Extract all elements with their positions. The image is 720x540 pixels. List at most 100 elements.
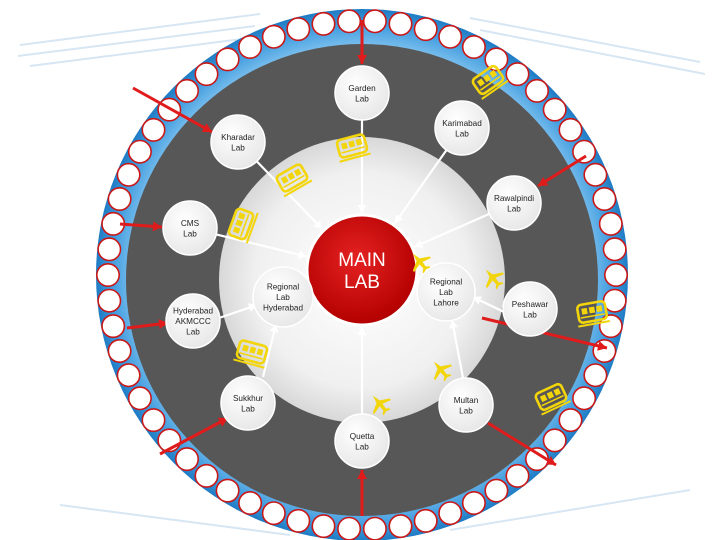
ring-bead — [286, 17, 311, 42]
main-lab-hub[interactable]: MAIN LAB — [305, 213, 419, 327]
hub-connector — [215, 233, 307, 259]
transport-icons — [227, 64, 611, 416]
ring-bead — [311, 514, 336, 539]
ring-bead — [388, 514, 413, 539]
train-icon — [335, 133, 371, 163]
ring-bead — [116, 363, 141, 388]
lab-node-label: Rawalpindi — [494, 194, 534, 203]
ring-bead — [603, 262, 628, 287]
airplane-icon — [372, 395, 391, 416]
lab-nodes: GardenLabKarimabadLabKharadarLabRawalpin… — [162, 65, 558, 469]
outer-connector — [481, 316, 608, 351]
ring-bead — [438, 501, 463, 526]
lab-node-label: AKMCCC — [175, 317, 211, 326]
lab-node-label: Multan — [454, 396, 479, 405]
ring-bead — [572, 139, 597, 164]
ring-bead — [602, 237, 627, 262]
outer-radial-connectors — [119, 20, 608, 516]
ring-bead — [598, 211, 623, 236]
outer-connector — [159, 416, 229, 456]
ring-bead — [572, 386, 597, 411]
ring-bead — [194, 463, 219, 488]
ring-bead — [141, 408, 166, 433]
lab-node-label: Lab — [241, 404, 255, 413]
ring-bead — [238, 34, 263, 59]
lab-node-label: Regional — [430, 278, 462, 287]
ring-bead — [484, 478, 509, 503]
train-icon — [534, 382, 571, 416]
train-icon — [227, 207, 259, 244]
hub-connector — [255, 160, 324, 230]
ring-bead — [215, 47, 240, 72]
main-lab-label-line2: LAB — [344, 272, 380, 293]
outer-connector — [537, 154, 587, 188]
outer-connector — [357, 470, 367, 516]
ring-bead — [337, 516, 362, 540]
ring-bead — [388, 11, 413, 36]
outer-connector — [132, 86, 213, 134]
ring-bead — [194, 62, 219, 87]
hub-connector — [393, 149, 448, 225]
airplane-icon — [412, 253, 431, 274]
lab-node-label: Lab — [355, 94, 369, 103]
ring-bead — [558, 408, 583, 433]
hub-connector — [472, 296, 505, 313]
lab-node-label: Karimabad — [442, 119, 482, 128]
lab-node-label: Lab — [355, 442, 369, 451]
lab-node-label: Quetta — [350, 432, 375, 441]
ring-bead — [261, 501, 286, 526]
hub-connector — [413, 212, 490, 249]
main-lab-label-line1: MAIN — [338, 250, 386, 271]
lab-node-label: Sukkhur — [233, 394, 263, 403]
train-icon — [471, 64, 509, 100]
lab-node-label: Garden — [348, 84, 376, 93]
ring-bead — [101, 314, 126, 339]
ring-bead — [461, 490, 486, 515]
ring-bead — [542, 428, 567, 453]
lab-node-label: Peshawar — [512, 300, 549, 309]
airplane-icon — [485, 269, 504, 290]
hub-connector — [357, 327, 367, 414]
ring-bead — [583, 363, 608, 388]
lab-node-label: Hyderabad — [263, 304, 304, 313]
ring-bead — [592, 338, 617, 363]
ring-bead — [127, 386, 152, 411]
ring-bead — [215, 478, 240, 503]
ring-bead — [175, 78, 200, 103]
ring-bead — [438, 24, 463, 49]
ring-bead — [116, 162, 141, 187]
ring-bead — [261, 24, 286, 49]
outer-connector — [357, 20, 367, 64]
ring-bead — [311, 11, 336, 36]
ring-bead — [97, 237, 122, 262]
lab-node-label: Lahore — [433, 299, 459, 308]
lab-node-label: Lab — [455, 129, 469, 138]
ring-bead — [542, 97, 567, 122]
ring-bead — [362, 9, 387, 34]
ring-bead — [107, 187, 132, 212]
ring-bead — [175, 447, 200, 472]
ring-bead — [461, 34, 486, 59]
lab-node-label: Lab — [439, 288, 453, 297]
lab-node-label: Lab — [183, 229, 197, 238]
ring-bead — [107, 338, 132, 363]
ring-bead — [238, 490, 263, 515]
lab-node-label: Lab — [276, 293, 290, 302]
lab-node-label: CMS — [181, 219, 200, 228]
airplane-icon — [433, 361, 452, 382]
lab-node-label: Kharadar — [221, 133, 255, 142]
lab-node-label: Lab — [523, 310, 537, 319]
